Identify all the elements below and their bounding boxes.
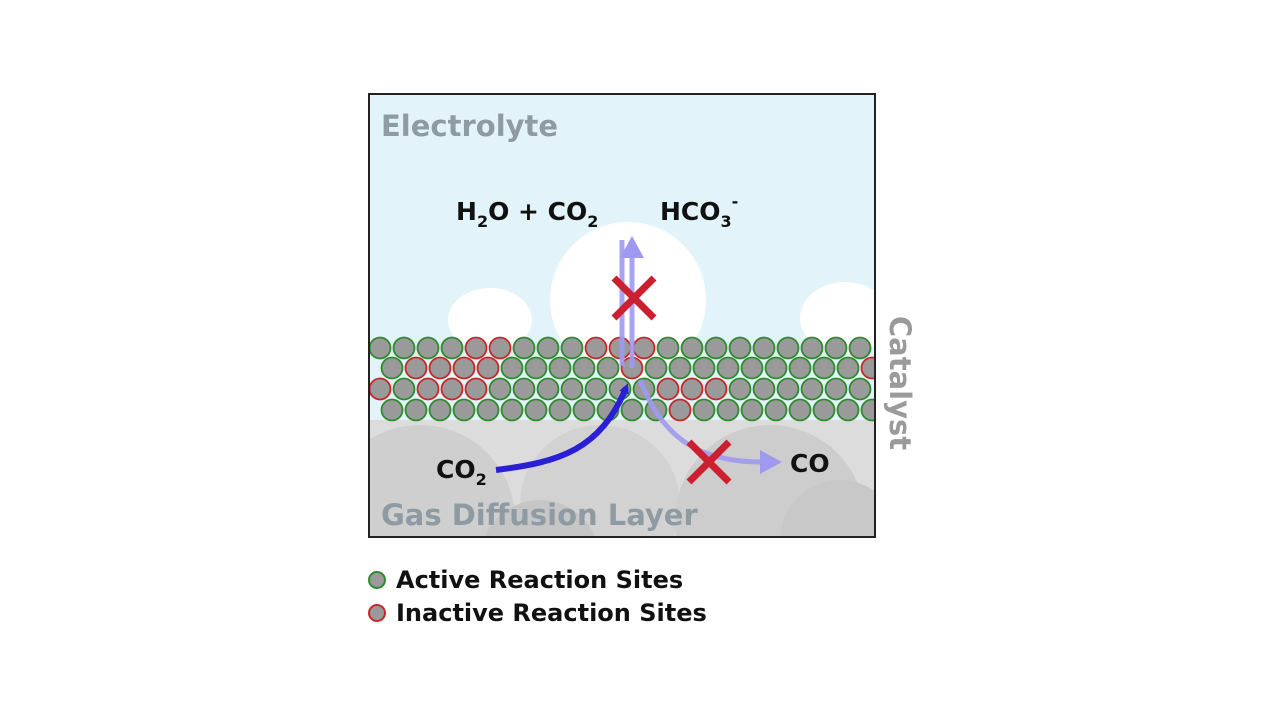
h2o-co2-label: H2O + CO2 — [456, 197, 598, 231]
active-site — [692, 356, 716, 380]
active-site — [656, 336, 680, 360]
active-site — [524, 398, 548, 422]
active-site — [704, 336, 728, 360]
blocked-co-mark — [686, 439, 732, 485]
inactive-site — [680, 377, 704, 401]
inactive-site — [416, 377, 440, 401]
legend-active-label: Active Reaction Sites — [396, 566, 684, 594]
inactive-site-icon — [368, 604, 386, 622]
active-site — [500, 356, 524, 380]
active-site — [680, 336, 704, 360]
inactive-site — [860, 356, 875, 380]
co-product-label: CO — [790, 449, 830, 478]
active-site — [812, 398, 836, 422]
active-site — [440, 336, 464, 360]
blocked-hco3-mark — [611, 275, 657, 321]
active-site — [764, 356, 788, 380]
co-arrowhead — [760, 450, 782, 474]
active-site — [392, 377, 416, 401]
active-site — [572, 398, 596, 422]
legend-active: Active Reaction Sites — [368, 566, 683, 594]
active-site — [836, 398, 860, 422]
inactive-site — [440, 377, 464, 401]
active-site — [416, 336, 440, 360]
active-site — [848, 377, 872, 401]
active-site — [728, 377, 752, 401]
active-site — [668, 356, 692, 380]
active-site — [788, 398, 812, 422]
inactive-site — [452, 356, 476, 380]
co-outlet-arrow — [637, 379, 763, 465]
active-site — [860, 398, 875, 422]
active-site — [524, 356, 548, 380]
active-site — [824, 336, 848, 360]
legend-inactive-label: Inactive Reaction Sites — [396, 599, 707, 627]
inactive-site — [428, 356, 452, 380]
active-site — [560, 377, 584, 401]
inactive-site — [704, 377, 728, 401]
active-site — [824, 377, 848, 401]
active-site — [740, 356, 764, 380]
active-site-icon — [368, 571, 386, 589]
inactive-site — [584, 336, 608, 360]
active-site — [392, 336, 416, 360]
co2-inlet-arrow — [495, 383, 629, 473]
active-site — [848, 336, 872, 360]
catalyst-label: Catalyst — [883, 316, 917, 450]
inactive-site — [668, 398, 692, 422]
active-site — [776, 336, 800, 360]
active-site — [428, 398, 452, 422]
active-site — [836, 356, 860, 380]
gas-diffusion-layer-label: Gas Diffusion Layer — [381, 498, 698, 532]
active-site — [800, 336, 824, 360]
active-site — [776, 377, 800, 401]
hco3-arrowhead — [620, 236, 644, 258]
diagram-frame — [368, 93, 876, 538]
active-site — [500, 398, 524, 422]
inactive-site — [464, 336, 488, 360]
inactive-site — [404, 356, 428, 380]
inactive-site — [656, 377, 680, 401]
active-site — [476, 398, 500, 422]
active-site — [488, 377, 512, 401]
active-site — [812, 356, 836, 380]
hco3-label: HCO3- — [660, 192, 738, 231]
active-site — [644, 356, 668, 380]
active-site — [752, 336, 776, 360]
active-site — [512, 377, 536, 401]
active-site — [788, 356, 812, 380]
active-site — [380, 398, 404, 422]
active-site — [560, 336, 584, 360]
active-site — [752, 377, 776, 401]
active-site — [596, 356, 620, 380]
inactive-site — [488, 336, 512, 360]
active-site — [800, 377, 824, 401]
active-site — [620, 398, 644, 422]
active-site — [536, 377, 560, 401]
active-site — [692, 398, 716, 422]
active-site — [404, 398, 428, 422]
active-site — [584, 377, 608, 401]
inactive-site — [476, 356, 500, 380]
active-site — [548, 356, 572, 380]
active-site — [572, 356, 596, 380]
active-site — [740, 398, 764, 422]
active-site — [452, 398, 476, 422]
active-site — [716, 356, 740, 380]
active-site — [512, 336, 536, 360]
active-site — [716, 398, 740, 422]
active-site — [369, 336, 392, 360]
active-site — [380, 356, 404, 380]
active-site — [548, 398, 572, 422]
inactive-site — [464, 377, 488, 401]
electrolyte-label: Electrolyte — [381, 109, 558, 143]
active-site — [728, 336, 752, 360]
inactive-site — [632, 336, 656, 360]
co2-inlet-label: CO2 — [436, 455, 487, 489]
active-site — [764, 398, 788, 422]
inactive-site — [369, 377, 392, 401]
active-site — [536, 336, 560, 360]
legend-inactive: Inactive Reaction Sites — [368, 599, 707, 627]
